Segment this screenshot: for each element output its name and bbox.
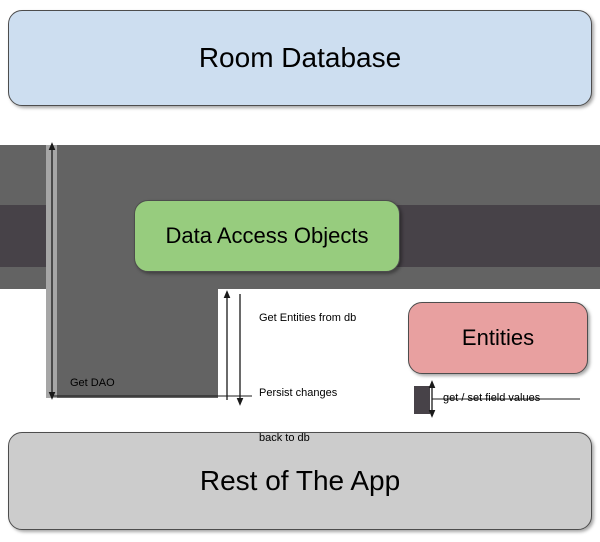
node-rest-of-the-app[interactable]: Rest of The App [8, 432, 592, 530]
node-room-database[interactable]: Room Database [8, 10, 592, 106]
edge-label-persist-changes-line2: back to db [259, 432, 310, 444]
edge-label-get-set-field-values: get / set field values [443, 392, 541, 404]
edge-label-persist-changes: Persist changes back to db [259, 356, 337, 476]
edge-get-set-field-values [428, 380, 580, 418]
edge-label-get-entities: Get Entities from db [259, 312, 357, 324]
node-room-database-label: Room Database [198, 42, 402, 73]
node-data-access-objects-label: Data Access Objects [165, 223, 369, 248]
edge-get-dao [48, 142, 252, 400]
edge-label-persist-changes-line1: Persist changes [259, 387, 338, 399]
edge-label-get-dao: Get DAO [70, 377, 115, 389]
node-entities-label: Entities [461, 325, 535, 350]
node-data-access-objects[interactable]: Data Access Objects [134, 200, 400, 272]
node-entities[interactable]: Entities [408, 302, 588, 374]
node-rest-of-the-app-label: Rest of The App [199, 465, 401, 496]
